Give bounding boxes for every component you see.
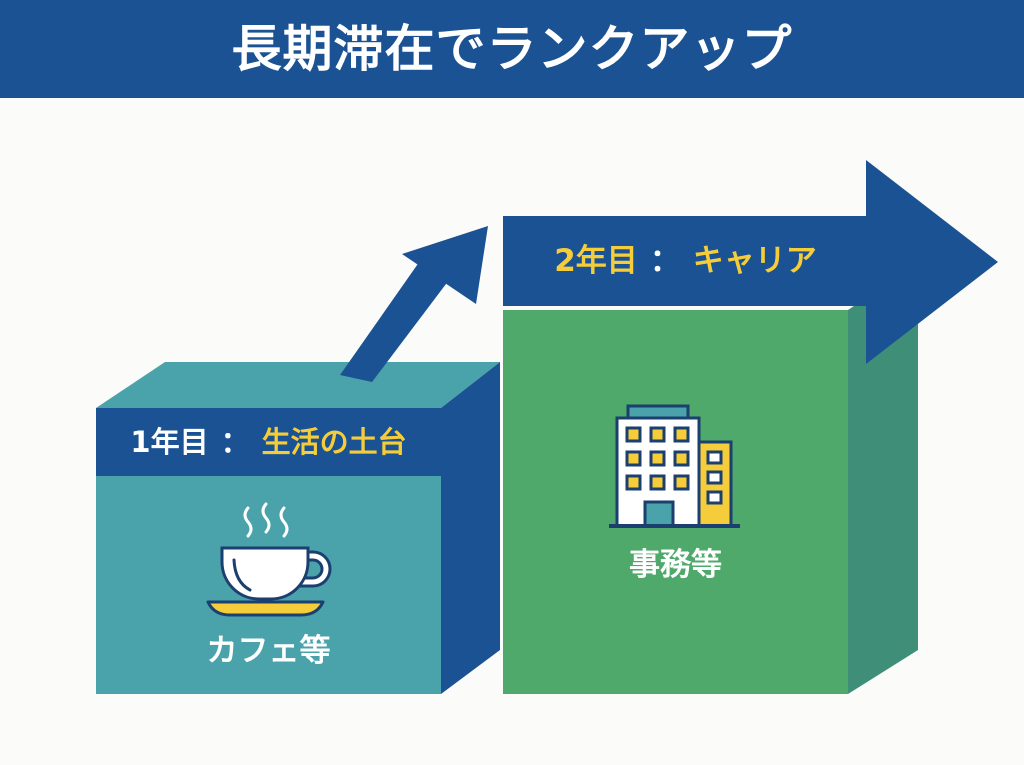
step1-theme: 生活の土台 [261,425,407,459]
step1-separator: ： [220,425,250,459]
step2-year: 2年目 [554,243,638,279]
step2-block-side [848,262,918,694]
step2-separator: ： [649,243,681,279]
step1-year: 1年目 [130,425,209,459]
header-banner: 長期滞在でランクアップ [0,0,1024,98]
step2-theme: キャリア [692,243,817,279]
building-roof [626,404,690,420]
page-title: 長期滞在でランクアップ [231,20,793,78]
office-building-icon [609,404,740,528]
step1-caption: カフェ等 [206,633,331,669]
rising-arrow-head [402,226,488,304]
annex-windows [706,450,723,505]
rising-arrow-shaft [340,258,452,382]
step2-label: 2年目 ： キャリア [503,216,868,306]
steam-3 [279,506,289,538]
rising-arrow [340,226,488,382]
building-windows [625,426,690,491]
step2-caption: 事務等 [629,547,722,583]
coffee-cup-icon [206,502,332,617]
cup-handle-inner [296,553,329,585]
step1-label-band [96,408,441,476]
step1-block-top [96,362,500,408]
career-arrow [503,160,998,364]
saucer [206,600,325,617]
building-door [643,500,675,528]
step1-block [96,362,500,694]
step1-block-side [441,362,500,694]
steam-2 [261,502,271,534]
steam-1 [243,506,253,538]
cup-highlight [232,558,252,592]
step1-label: 1年目 ： 生活の土台 [96,408,441,476]
